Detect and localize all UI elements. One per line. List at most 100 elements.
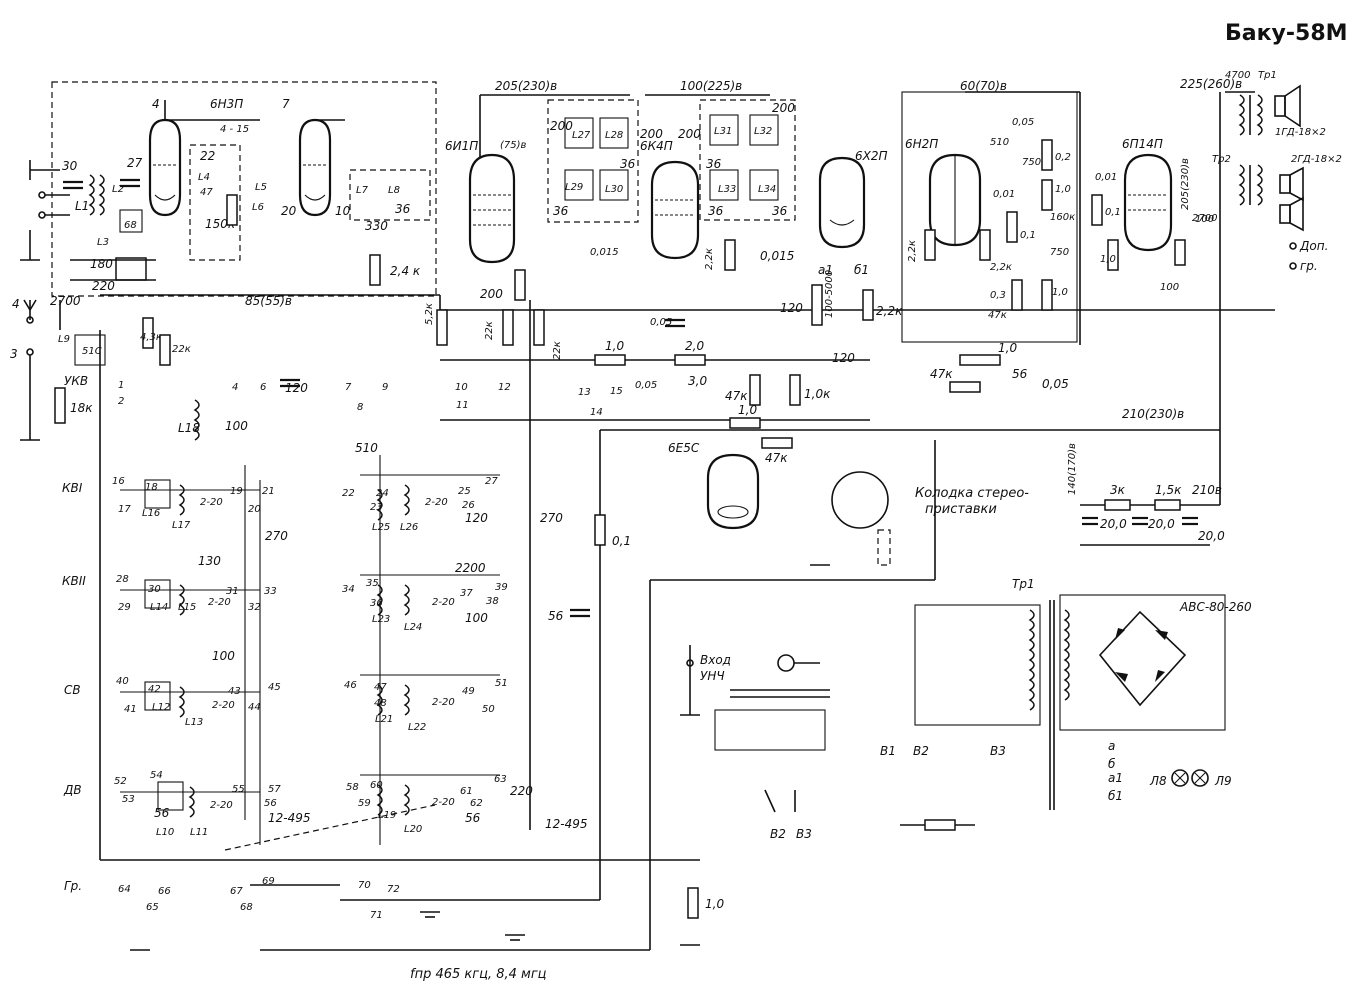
r1-5k-label: 1,5к xyxy=(1155,483,1182,497)
c12-495b-label: 12-495 xyxy=(545,817,588,831)
svg-text:41: 41 xyxy=(124,704,137,715)
mains-fuse-icon xyxy=(900,819,975,831)
tube-6i1p-label: 6И1П xyxy=(445,139,478,153)
r2-2k-b xyxy=(862,289,874,321)
r2-2k-b-label: 2,2к xyxy=(876,304,903,318)
svg-text:56: 56 xyxy=(264,798,277,809)
r5-2k-label: 5,2к xyxy=(424,303,435,325)
svg-text:8: 8 xyxy=(357,402,363,413)
r0-1b-label: 0,1 xyxy=(1105,207,1121,218)
r2-4k-label: 2,4 к xyxy=(390,264,421,278)
svg-text:35: 35 xyxy=(366,578,379,589)
r22k-a-label: 22к xyxy=(172,344,191,355)
c005a-label: 0,05 xyxy=(650,317,672,328)
c2-20-b-label: 2-20 xyxy=(208,597,231,608)
svg-text:32: 32 xyxy=(248,602,261,613)
svg-text:61: 61 xyxy=(460,786,473,797)
svg-text:24: 24 xyxy=(376,488,389,499)
l27-label: L27 xyxy=(572,130,591,141)
r3k xyxy=(1104,499,1131,511)
l10-label: L10 xyxy=(156,827,174,838)
node-B2: В2 xyxy=(913,744,929,758)
pin-4-label: 4 xyxy=(12,297,20,311)
svg-text:40: 40 xyxy=(116,676,129,687)
r2-0-label: 2,0 xyxy=(685,339,704,353)
c2-20-h-label: 2-20 xyxy=(432,797,455,808)
unch-input-label-1: Вход xyxy=(700,653,731,667)
c120a-label: 120 xyxy=(285,381,308,395)
svg-text:6: 6 xyxy=(260,382,266,393)
l4-label: L4 xyxy=(198,172,210,183)
tube-6e5s-label: 6Е5С xyxy=(668,441,700,455)
l16-label: L16 xyxy=(142,508,160,519)
r47k-b xyxy=(749,374,761,406)
c20-label: 20 xyxy=(281,204,297,218)
l18-label: L18 xyxy=(178,421,200,435)
svg-text:52: 52 xyxy=(114,776,127,787)
output-transformer-tr2 xyxy=(1238,164,1263,206)
svg-text:42: 42 xyxy=(148,684,161,695)
tube-6k4p-label: 6К4П xyxy=(640,139,673,153)
voltage-210-label: 210(230)в xyxy=(1122,407,1184,421)
l26-label: L26 xyxy=(400,522,418,533)
c510b-label: 510 xyxy=(355,441,378,455)
connector-shield xyxy=(877,529,891,566)
r47k-c xyxy=(949,381,981,393)
c56c-label: 56 xyxy=(548,609,564,623)
l11-label: L11 xyxy=(190,827,208,838)
r22k-b-label: 22к xyxy=(484,321,495,340)
c100c-label: 100 xyxy=(212,649,235,663)
r2-2k-a-label: 2,2к xyxy=(704,248,715,270)
c200c-label: 200 xyxy=(678,127,701,141)
rectifier-box xyxy=(1059,594,1226,731)
c36f-label: 36 xyxy=(772,204,788,218)
c56d-label: 56 xyxy=(1012,367,1028,381)
band-kv2-label: КВII xyxy=(62,574,86,588)
power-transformer xyxy=(1028,600,1070,810)
node-a1: а1 xyxy=(818,263,833,277)
c47-label: 47 xyxy=(200,187,213,198)
r2-2k-c xyxy=(924,229,936,261)
if1-coils xyxy=(564,117,629,201)
c510a-label: 510 xyxy=(990,137,1009,148)
svg-text:59: 59 xyxy=(358,798,371,809)
vhf-antenna-input xyxy=(20,160,70,261)
svg-text:69: 69 xyxy=(262,876,275,887)
svg-text:22: 22 xyxy=(342,488,355,499)
c100b-label: 100 xyxy=(1195,214,1214,225)
c30-label: 30 xyxy=(62,159,78,173)
l9-coil-box xyxy=(74,334,106,366)
svg-text:19: 19 xyxy=(230,486,243,497)
r4-3k xyxy=(142,317,154,349)
c001a-label: 0,01 xyxy=(993,189,1015,200)
r18k-label: 18к xyxy=(70,401,93,415)
c270a-label: 270 xyxy=(265,529,288,543)
svg-text:51: 51 xyxy=(495,678,508,689)
tube-6i1p xyxy=(468,153,516,264)
svg-text:39: 39 xyxy=(495,582,508,593)
left-coil-boxes xyxy=(120,465,261,845)
svg-text:68: 68 xyxy=(240,902,253,913)
wiring-main xyxy=(59,91,1275,951)
r100-label: 100 xyxy=(1160,282,1179,293)
unch-input-label-2: УНЧ xyxy=(700,669,725,683)
band-kv1-label: КВI xyxy=(62,481,83,495)
l3-label: L3 xyxy=(97,237,109,248)
svg-text:10: 10 xyxy=(455,382,468,393)
lamp-l9-label: Л9 xyxy=(1214,774,1232,788)
c20-0b-label: 20,0 xyxy=(1148,517,1175,531)
tube-6n3p-label: 6Н3П xyxy=(210,97,243,111)
choke-box xyxy=(115,257,147,281)
connector-label-1: Колодка стерео- xyxy=(915,486,1029,501)
voltage-60-label: 60(70)в xyxy=(960,79,1007,93)
node-B3-bottom: В3 xyxy=(796,827,812,841)
svg-text:71: 71 xyxy=(370,910,383,921)
r22k-a xyxy=(159,334,171,366)
svg-text:20: 20 xyxy=(248,504,261,515)
ground-symbols xyxy=(130,564,830,951)
speaker-gr-label: гр. xyxy=(1300,259,1318,273)
tube-6n2p xyxy=(928,153,982,247)
r1-0e-label: 1,0 xyxy=(998,341,1017,355)
c36c-label: 36 xyxy=(553,204,569,218)
voltage-225-label: 225(260)в xyxy=(1180,77,1242,91)
